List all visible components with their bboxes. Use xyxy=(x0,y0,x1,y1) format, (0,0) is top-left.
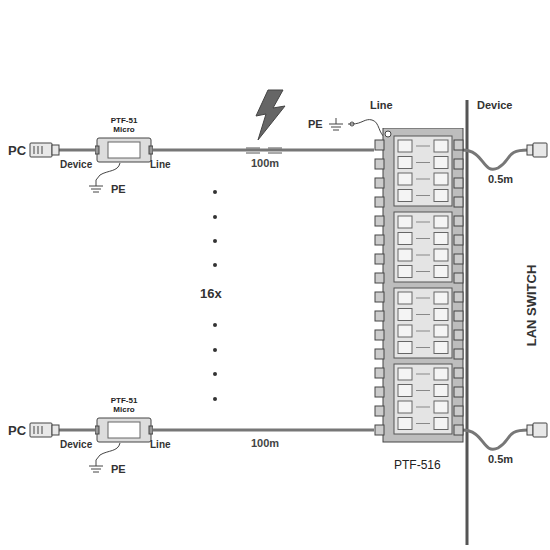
ground-symbol xyxy=(89,118,386,472)
cable-length: 100m xyxy=(249,438,281,449)
network-cable xyxy=(153,149,374,152)
protector-box: PTF-51 Micro xyxy=(95,392,153,444)
switch-edge xyxy=(466,100,469,545)
device-name: PTF-51 Micro xyxy=(105,392,143,414)
port-label: PC xyxy=(8,144,26,157)
port-label: PE xyxy=(111,184,126,195)
port-label: Line xyxy=(150,440,171,450)
port-label: 0.5m xyxy=(488,454,513,465)
device-name: PTF-516 xyxy=(394,458,441,472)
protector-panel: PTF-516 xyxy=(374,128,464,478)
port-label: Device xyxy=(60,160,92,170)
port-label: PE xyxy=(308,119,323,130)
switch-label: LAN SWITCH xyxy=(525,264,538,346)
port-label: Device xyxy=(477,100,512,111)
network-cable xyxy=(153,429,374,432)
port-label: PC xyxy=(8,424,26,437)
port-label: Line xyxy=(370,100,393,111)
patch-cable xyxy=(462,150,528,449)
port-label: Device xyxy=(60,440,92,450)
protector-box: PTF-51 Micro xyxy=(95,112,153,164)
node-outline xyxy=(374,128,464,478)
port-label: Line xyxy=(150,160,171,170)
port-label: 0.5m xyxy=(488,174,513,185)
port-label: 16x xyxy=(200,287,222,300)
port-label: PE xyxy=(111,464,126,475)
lightning-bolt xyxy=(256,90,285,140)
cable-length: 100m xyxy=(249,158,281,169)
device-name: PTF-51 Micro xyxy=(105,112,143,134)
rj45-plug xyxy=(30,143,95,437)
